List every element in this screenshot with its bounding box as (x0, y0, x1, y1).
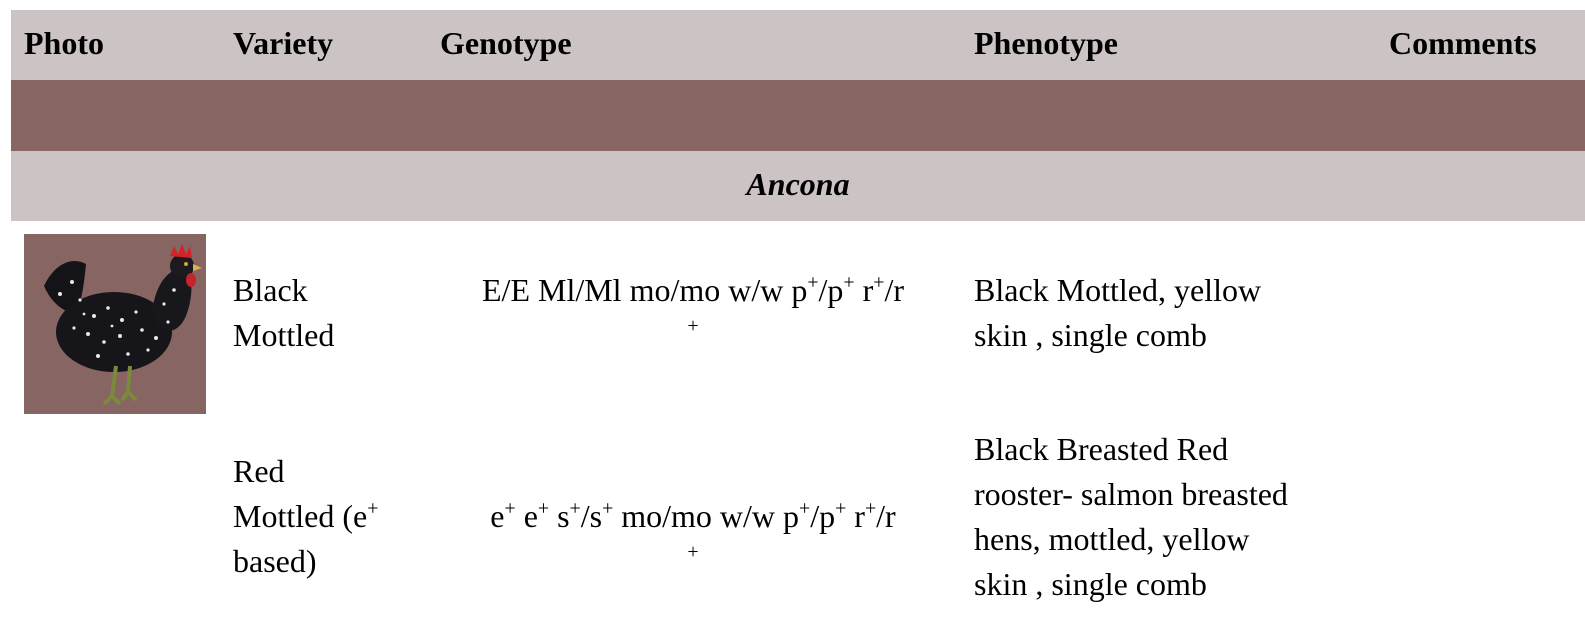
genotype-superscript: + (602, 497, 614, 520)
variety-line: Red (233, 453, 285, 489)
variety-line: Mottled (e (233, 498, 368, 534)
genotype-superscript: + (799, 497, 811, 520)
genotype-superscript: + (873, 271, 885, 294)
phenotype-line: Black Mottled, yellow (974, 272, 1262, 308)
genotype-superscript: + (504, 497, 516, 520)
header-comments: Comments (1389, 25, 1537, 61)
variety-line: based) (233, 543, 317, 579)
genotype-superscript: + (569, 497, 581, 520)
genotype-cell: E/E Ml/Ml mo/mo w/w p+/p+ r+/r + (438, 268, 948, 339)
variety-cell: Red Mottled (e+ based) (233, 449, 423, 584)
variety-line: Mottled (233, 317, 335, 353)
table-spacer-row (11, 80, 1585, 151)
phenotype-line: rooster- salmon breasted (974, 476, 1288, 512)
genotype-text: s (549, 498, 570, 534)
genotype-text: /r (876, 498, 896, 534)
breed-section-title: Ancona (11, 151, 1585, 221)
genotype-superscript: + (687, 541, 699, 563)
variety-line: Black (233, 272, 308, 308)
header-genotype: Genotype (440, 25, 572, 61)
table-header-row: Photo Variety Genotype Phenotype Comment… (11, 10, 1585, 80)
genotype-superscript: + (864, 497, 877, 520)
phenotype-cell: Black Mottled, yellow skin , single comb (974, 268, 1374, 358)
genotype-text: /p (818, 272, 844, 308)
phenotype-line: skin , single comb (974, 317, 1207, 353)
genotype-text: mo/mo w/w p (613, 498, 800, 534)
genotype-superscript: + (687, 315, 699, 337)
phenotype-cell: Black Breasted Red rooster- salmon breas… (974, 427, 1374, 607)
genotype-text: e (490, 498, 505, 534)
genotype-text: /p (810, 498, 836, 534)
header-variety: Variety (233, 25, 334, 61)
table-row: Black Mottled E/E Ml/Ml mo/mo w/w p+/p+ … (11, 221, 1585, 414)
header-photo: Photo (24, 25, 104, 61)
genotype-text: /s (580, 498, 603, 534)
genotype-text: E/E Ml/Ml mo/mo w/w p (482, 272, 808, 308)
phenotype-line: Black Breasted Red (974, 431, 1229, 467)
table-row: Red Mottled (e+ based) e+ e+ s+/s+ mo/mo… (11, 409, 1585, 607)
genotype-text: r (854, 272, 874, 308)
genotype-text: r (846, 498, 865, 534)
breed-table: Photo Variety Genotype Phenotype Comment… (11, 10, 1585, 607)
phenotype-line: hens, mottled, yellow (974, 521, 1250, 557)
variety-superscript: + (367, 497, 379, 520)
variety-cell: Black Mottled (233, 268, 423, 358)
header-phenotype: Phenotype (974, 25, 1118, 61)
genotype-superscript: + (807, 271, 819, 294)
genotype-superscript: + (537, 497, 550, 520)
genotype-superscript: + (843, 271, 855, 294)
black-mottled-chicken-photo (24, 234, 206, 414)
genotype-cell: e+ e+ s+/s+ mo/mo w/w p+/p+ r+/r + (438, 494, 948, 565)
genotype-text: e (515, 498, 538, 534)
genotype-text: /r (884, 272, 904, 308)
genotype-superscript: + (835, 497, 847, 520)
phenotype-line: skin , single comb (974, 566, 1207, 602)
